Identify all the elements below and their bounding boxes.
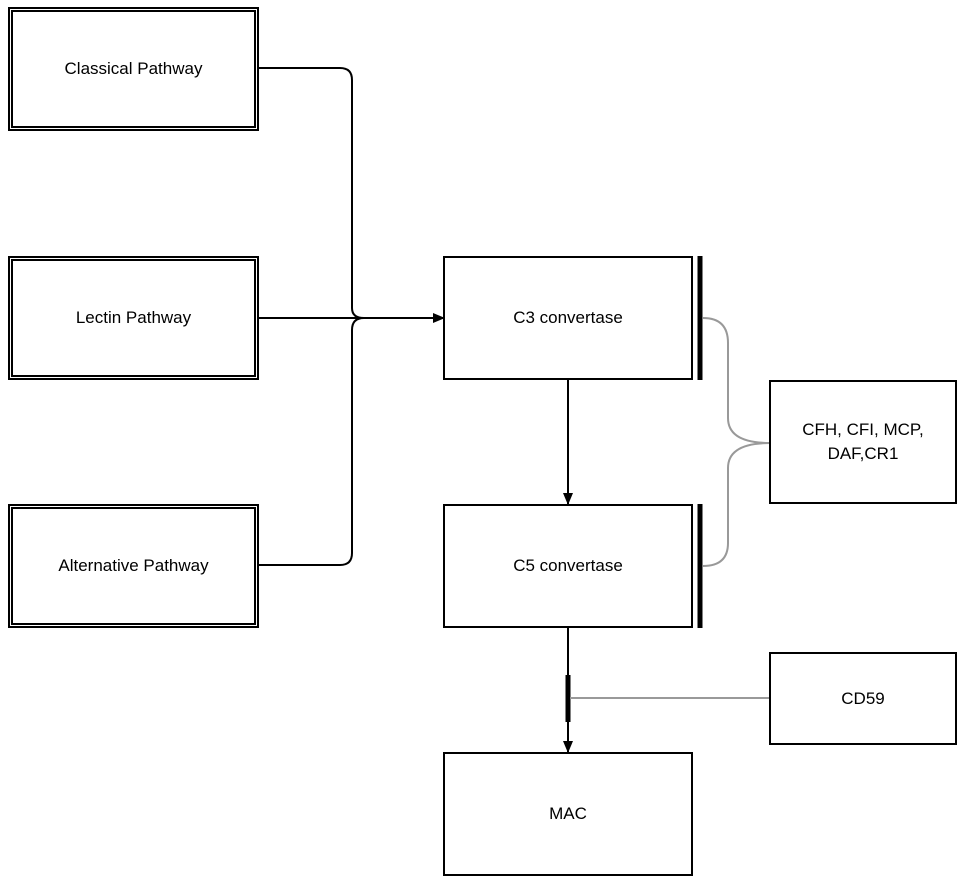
mac-label: MAC bbox=[549, 804, 587, 823]
alternative-connector bbox=[258, 317, 365, 566]
alternative-pathway-box: Alternative Pathway bbox=[8, 504, 259, 628]
classical-pathway-label: Classical Pathway bbox=[64, 59, 203, 78]
regulator-brace bbox=[702, 317, 771, 567]
alternative-pathway-label: Alternative Pathway bbox=[58, 556, 209, 575]
c3-convertase-label: C3 convertase bbox=[513, 308, 623, 327]
lectin-pathway-box: Lectin Pathway bbox=[8, 256, 259, 380]
cd59-box: CD59 bbox=[769, 652, 957, 745]
classical-connector bbox=[258, 67, 365, 319]
mac-box: MAC bbox=[443, 752, 693, 876]
c3-convertase-box: C3 convertase bbox=[443, 256, 693, 380]
c5-convertase-label: C5 convertase bbox=[513, 556, 623, 575]
regulators-label: CFH, CFI, MCP, DAF,CR1 bbox=[802, 420, 924, 463]
lectin-pathway-label: Lectin Pathway bbox=[75, 308, 192, 327]
regulators-box: CFH, CFI, MCP, DAF,CR1 bbox=[769, 380, 957, 504]
c5-convertase-box: C5 convertase bbox=[443, 504, 693, 628]
classical-pathway-box: Classical Pathway bbox=[8, 7, 259, 131]
cd59-label: CD59 bbox=[841, 688, 885, 708]
